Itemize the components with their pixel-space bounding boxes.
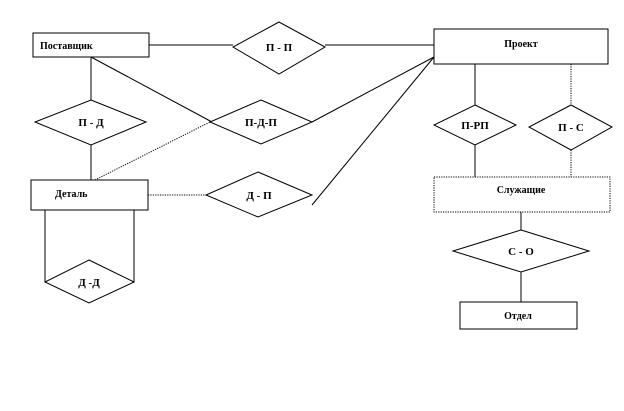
entity-supplier-label: Поставщик bbox=[40, 41, 93, 52]
entity-department: Отдел bbox=[459, 301, 578, 330]
entity-part: Деталь bbox=[30, 179, 149, 211]
entity-project: Проект bbox=[433, 28, 609, 65]
relationship-supplier-part-label: П - Д bbox=[78, 117, 104, 129]
relationship-supplier-part: П - Д bbox=[33, 99, 148, 146]
relationship-project-manager-label: П-РП bbox=[461, 120, 489, 132]
entity-supplier: Поставщик bbox=[32, 32, 150, 58]
relationship-supplier-project-label: П - П bbox=[266, 42, 293, 54]
relationship-project-manager: П-РП bbox=[432, 104, 518, 146]
relationship-supplier-project: П - П bbox=[231, 21, 327, 75]
relationship-part-project: Д - П bbox=[204, 171, 314, 218]
relationship-part-part-label: Д -Д bbox=[78, 277, 100, 289]
connector-pdp-project bbox=[311, 56, 435, 123]
entity-department-label: Отдел bbox=[504, 311, 532, 322]
entity-employee-label: Служащие bbox=[497, 185, 546, 196]
relationship-project-employee: П - С bbox=[527, 104, 614, 151]
entity-employee: Служащие bbox=[433, 176, 611, 213]
relationship-employee-department-label: С - О bbox=[508, 246, 534, 258]
relationship-part-part: Д -Д bbox=[43, 259, 136, 304]
connector-supplier-pdp bbox=[90, 56, 213, 123]
connector-dp-project bbox=[311, 56, 435, 206]
relationship-supplier-part-project-label: П-Д-П bbox=[245, 117, 277, 129]
relationship-employee-department: С - О bbox=[451, 229, 591, 273]
relationship-supplier-part-project: П-Д-П bbox=[208, 99, 314, 145]
entity-part-label: Деталь bbox=[55, 189, 88, 200]
entity-project-label: Проект bbox=[504, 39, 538, 50]
relationship-project-employee-label: П - С bbox=[558, 122, 584, 134]
relationship-part-project-label: Д - П bbox=[246, 190, 272, 202]
